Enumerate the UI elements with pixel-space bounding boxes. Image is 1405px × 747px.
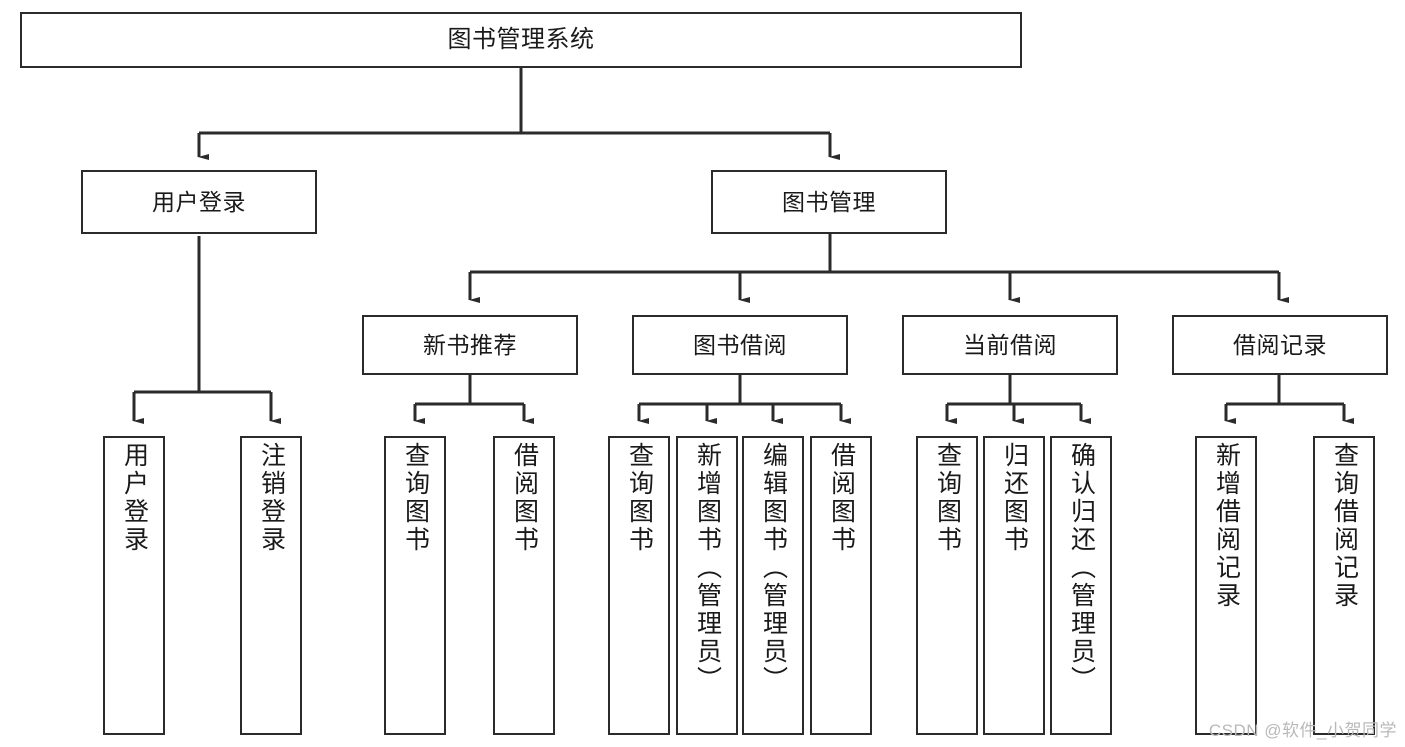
node-label: 注销登录 bbox=[257, 442, 286, 554]
node-label: 查询图书 bbox=[401, 442, 430, 554]
node-new-book-recommend[interactable]: 新书推荐 bbox=[362, 315, 578, 375]
node-label: 图书管理系统 bbox=[447, 26, 595, 54]
node-label: 用户登录 bbox=[152, 188, 246, 215]
leaf-borrow-book-recommend[interactable]: 借阅图书 bbox=[493, 436, 555, 735]
node-label: 归还图书 bbox=[1000, 442, 1029, 554]
node-label: 用户登录 bbox=[120, 442, 149, 554]
leaf-borrow-book-borrow[interactable]: 借阅图书 bbox=[810, 436, 872, 735]
node-label: 新增借阅记录 bbox=[1212, 442, 1241, 610]
node-label: 编辑图书（管理员） bbox=[759, 442, 788, 694]
node-user-login[interactable]: 用户登录 bbox=[81, 170, 317, 234]
node-borrow-record[interactable]: 借阅记录 bbox=[1172, 315, 1388, 375]
node-label: 借阅图书 bbox=[510, 442, 539, 554]
leaf-query-book-borrow[interactable]: 查询图书 bbox=[608, 436, 670, 735]
leaf-user-login[interactable]: 用户登录 bbox=[103, 436, 165, 735]
node-label: 查询图书 bbox=[933, 442, 962, 554]
node-label: 图书借阅 bbox=[693, 331, 787, 358]
node-label: 借阅记录 bbox=[1233, 331, 1327, 358]
node-label: 新书推荐 bbox=[423, 331, 517, 358]
node-root-book-management-system[interactable]: 图书管理系统 bbox=[20, 12, 1022, 68]
node-label: 查询图书 bbox=[625, 442, 654, 554]
leaf-logout-login[interactable]: 注销登录 bbox=[240, 436, 302, 735]
node-label: 新增图书（管理员） bbox=[693, 442, 722, 694]
leaf-edit-book-admin[interactable]: 编辑图书（管理员） bbox=[742, 436, 804, 735]
node-book-borrow[interactable]: 图书借阅 bbox=[632, 315, 848, 375]
leaf-confirm-return-admin[interactable]: 确认归还（管理员） bbox=[1050, 436, 1112, 735]
leaf-query-borrow-record[interactable]: 查询借阅记录 bbox=[1313, 436, 1375, 735]
node-label: 借阅图书 bbox=[827, 442, 856, 554]
leaf-query-book-recommend[interactable]: 查询图书 bbox=[384, 436, 446, 735]
node-label: 查询借阅记录 bbox=[1330, 442, 1359, 610]
leaf-return-book[interactable]: 归还图书 bbox=[983, 436, 1045, 735]
node-current-borrow[interactable]: 当前借阅 bbox=[902, 315, 1118, 375]
leaf-query-book-current[interactable]: 查询图书 bbox=[916, 436, 978, 735]
leaf-add-borrow-record[interactable]: 新增借阅记录 bbox=[1195, 436, 1257, 735]
node-label: 当前借阅 bbox=[963, 331, 1057, 358]
leaf-add-book-admin[interactable]: 新增图书（管理员） bbox=[676, 436, 738, 735]
node-label: 确认归还（管理员） bbox=[1067, 442, 1096, 694]
node-book-management[interactable]: 图书管理 bbox=[711, 170, 947, 234]
node-label: 图书管理 bbox=[782, 188, 876, 215]
csdn-watermark: CSDN @软件_小贺同学 bbox=[1208, 721, 1397, 740]
